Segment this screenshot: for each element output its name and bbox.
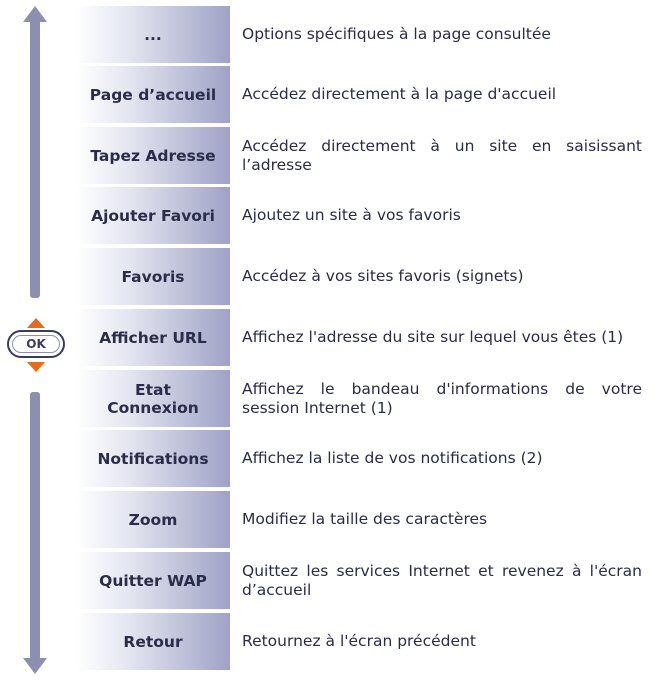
menu-item-label[interactable]: Etat Connexion	[76, 370, 230, 427]
menu-item-label[interactable]: Afficher URL	[76, 309, 230, 366]
menu-item-description: Modifiez la taille des caractères	[242, 510, 488, 528]
scroll-track-top	[30, 16, 40, 298]
menu-row-options: ... Options spécifiques à la page consul…	[76, 6, 659, 63]
menu-row-show-url: Afficher URL Affichez l'adresse du site …	[76, 309, 659, 366]
menu-item-description: Ajoutez un site à vos favoris	[242, 206, 461, 224]
menu-row-notifications: Notifications Affichez la liste de vos n…	[76, 430, 659, 487]
chevron-up-icon[interactable]	[27, 318, 45, 328]
menu-item-description: Quittez les services Internet et revenez…	[242, 561, 642, 599]
menu-item-description: Affichez la liste de vos notifications (…	[242, 449, 543, 467]
menu-item-label[interactable]: Favoris	[76, 248, 230, 305]
menu-row-favorites: Favoris Accédez à vos sites favoris (sig…	[76, 248, 659, 305]
menu-row-connection-status: Etat Connexion Affichez le bandeau d'inf…	[76, 370, 659, 427]
scroll-arrow-down-icon	[23, 658, 47, 674]
menu-item-description: Affichez le bandeau d'informations de vo…	[242, 379, 642, 417]
menu-item-label[interactable]: Zoom	[76, 491, 230, 548]
menu-item-label[interactable]: Notifications	[76, 430, 230, 487]
menu-item-label[interactable]: Ajouter Favori	[76, 187, 230, 244]
scroll-arrow-up-icon	[23, 6, 47, 22]
chevron-down-icon[interactable]	[27, 362, 45, 372]
menu-row-zoom: Zoom Modifiez la taille des caractères	[76, 491, 659, 548]
menu-row-enter-address: Tapez Adresse Accédez directement à un s…	[76, 127, 659, 184]
ok-button-label: OK	[12, 335, 60, 353]
menu-item-label[interactable]: ...	[76, 6, 230, 63]
ok-button[interactable]: OK	[7, 330, 65, 358]
menu-item-label[interactable]: Retour	[76, 613, 230, 670]
menu-row-add-favorite: Ajouter Favori Ajoutez un site à vos fav…	[76, 187, 659, 244]
scroll-track-bottom	[30, 392, 40, 660]
menu-item-description: Accédez directement à un site en saisiss…	[242, 136, 642, 174]
menu-item-description: Retournez à l'écran précédent	[242, 632, 476, 650]
menu-row-home: Page d’accueil Accédez directement à la …	[76, 66, 659, 123]
menu-item-label[interactable]: Quitter WAP	[76, 552, 230, 609]
menu-row-back: Retour Retournez à l'écran précédent	[76, 613, 659, 670]
menu-row-quit-wap: Quitter WAP Quittez les services Interne…	[76, 552, 659, 609]
menu-item-description: Accédez directement à la page d'accueil	[242, 85, 557, 103]
menu-item-label[interactable]: Page d’accueil	[76, 66, 230, 123]
menu-item-description: Options spécifiques à la page consultée	[242, 25, 551, 43]
menu-item-description: Accédez à vos sites favoris (signets)	[242, 267, 524, 285]
menu-item-description: Affichez l'adresse du site sur lequel vo…	[242, 328, 624, 346]
menu-item-label[interactable]: Tapez Adresse	[76, 127, 230, 184]
